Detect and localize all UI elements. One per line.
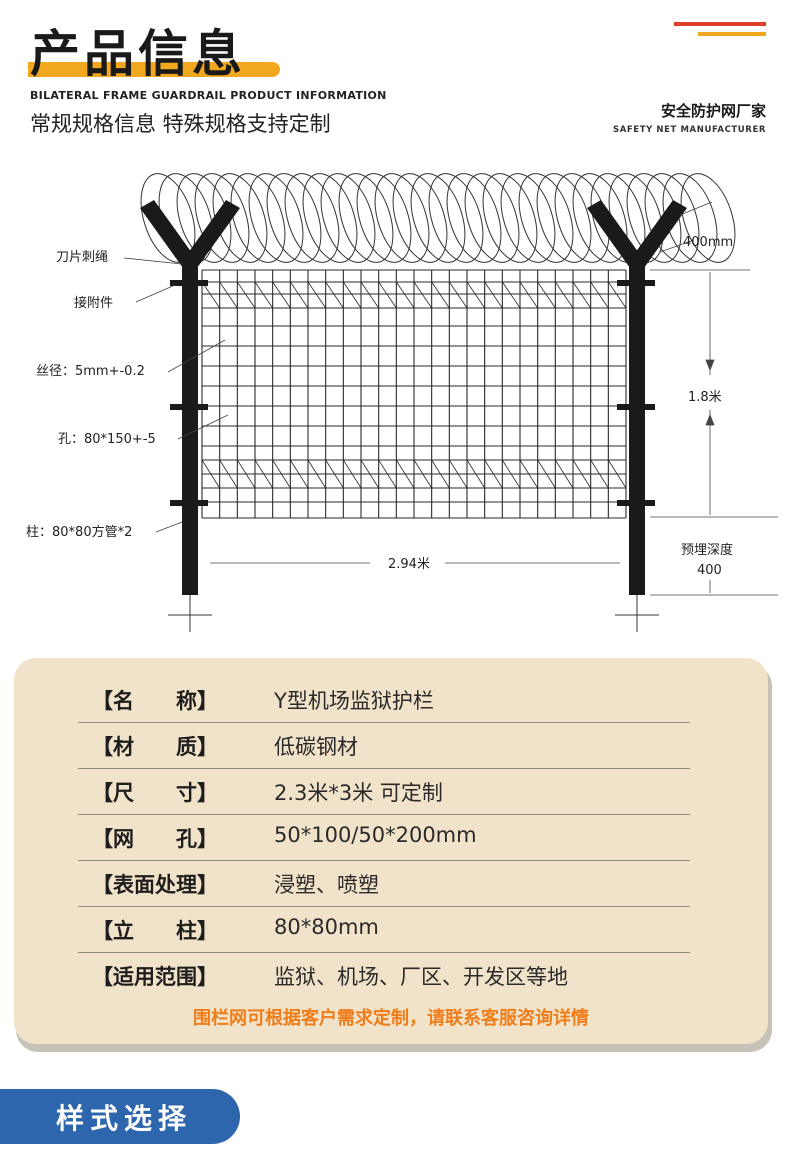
spec-row: 【网 孔】 50*100/50*200mm	[78, 814, 690, 861]
label-height: 1.8米	[688, 390, 722, 405]
spec-key: 【材 质】	[92, 735, 218, 759]
subtitle-english: BILATERAL FRAME GUARDRAIL PRODUCT INFORM…	[30, 89, 387, 102]
mesh-panel	[201, 269, 627, 519]
spec-row: 【名 称】 Y型机场监狱护栏	[78, 676, 690, 723]
dimension-lines	[210, 201, 778, 596]
spec-key: 【立 柱】	[92, 919, 218, 943]
spec-value: 2.3米*3米 可定制	[274, 781, 443, 805]
style-selection-tab[interactable]	[0, 1089, 240, 1144]
decorative-red-line	[674, 22, 766, 26]
label-wire-diameter: 丝径：5mm+-0.2	[36, 364, 145, 379]
label-embed-depth-value: 400	[697, 563, 722, 578]
spec-value: 浸塑、喷塑	[274, 873, 379, 897]
ground-marks	[168, 595, 659, 632]
spec-key: 【适用范围】	[92, 965, 218, 989]
spec-card: 【名 称】 Y型机场监狱护栏【材 质】 低碳钢材【尺 寸】 2.3米*3米 可定制【网…	[14, 658, 768, 1044]
spec-value: Y型机场监狱护栏	[274, 689, 434, 713]
style-selection-label[interactable]: 样式选择	[56, 1102, 193, 1135]
title-underline	[28, 62, 280, 77]
spec-row: 【材 质】 低碳钢材	[78, 722, 690, 769]
decorative-orange-line	[698, 32, 766, 36]
subtitle-chinese: 常规规格信息 特殊规格支持定制	[30, 112, 331, 136]
spec-value: 50*100/50*200mm	[274, 823, 477, 847]
spec-value: 监狱、机场、厂区、开发区等地	[274, 965, 568, 989]
spec-key: 【表面处理】	[92, 873, 218, 897]
left-post	[140, 200, 240, 595]
spec-value: 低碳钢材	[274, 735, 358, 759]
spec-row: 【尺 寸】 2.3米*3米 可定制	[78, 768, 690, 815]
label-razor-wire: 刀片刺绳	[56, 250, 108, 265]
spec-key: 【网 孔】	[92, 827, 218, 851]
spec-key: 【名 称】	[92, 689, 218, 713]
brand-english: SAFETY NET MANUFACTURER	[613, 125, 766, 135]
brand-chinese: 安全防护网厂家	[660, 102, 766, 120]
label-post: 柱：80*80方管*2	[26, 524, 132, 540]
spec-row: 【表面处理】 浸塑、喷塑	[78, 860, 690, 907]
label-embed-depth: 预埋深度	[681, 542, 733, 558]
customization-note: 围栏网可根据客户需求定制，请联系客服咨询详情	[193, 1008, 589, 1029]
label-arm-length: 400mm	[683, 235, 733, 250]
label-width: 2.94米	[388, 557, 430, 572]
label-connector: 接附件	[74, 295, 113, 311]
label-mesh-hole: 孔：80*150+-5	[58, 432, 156, 447]
razor-wire-coil	[140, 173, 736, 263]
page-title: 产品信息	[30, 25, 246, 83]
spec-key: 【尺 寸】	[92, 781, 218, 805]
leader-lines	[123, 257, 229, 533]
right-post	[587, 200, 687, 595]
spec-value: 80*80mm	[274, 915, 379, 939]
fence-diagram: 刀片刺绳 接附件 丝径：5mm+-0.2 孔：80*150+-5 柱：80*80…	[26, 173, 778, 632]
spec-row: 【适用范围】 监狱、机场、厂区、开发区等地	[78, 952, 690, 998]
spec-row: 【立 柱】 80*80mm	[78, 906, 690, 953]
